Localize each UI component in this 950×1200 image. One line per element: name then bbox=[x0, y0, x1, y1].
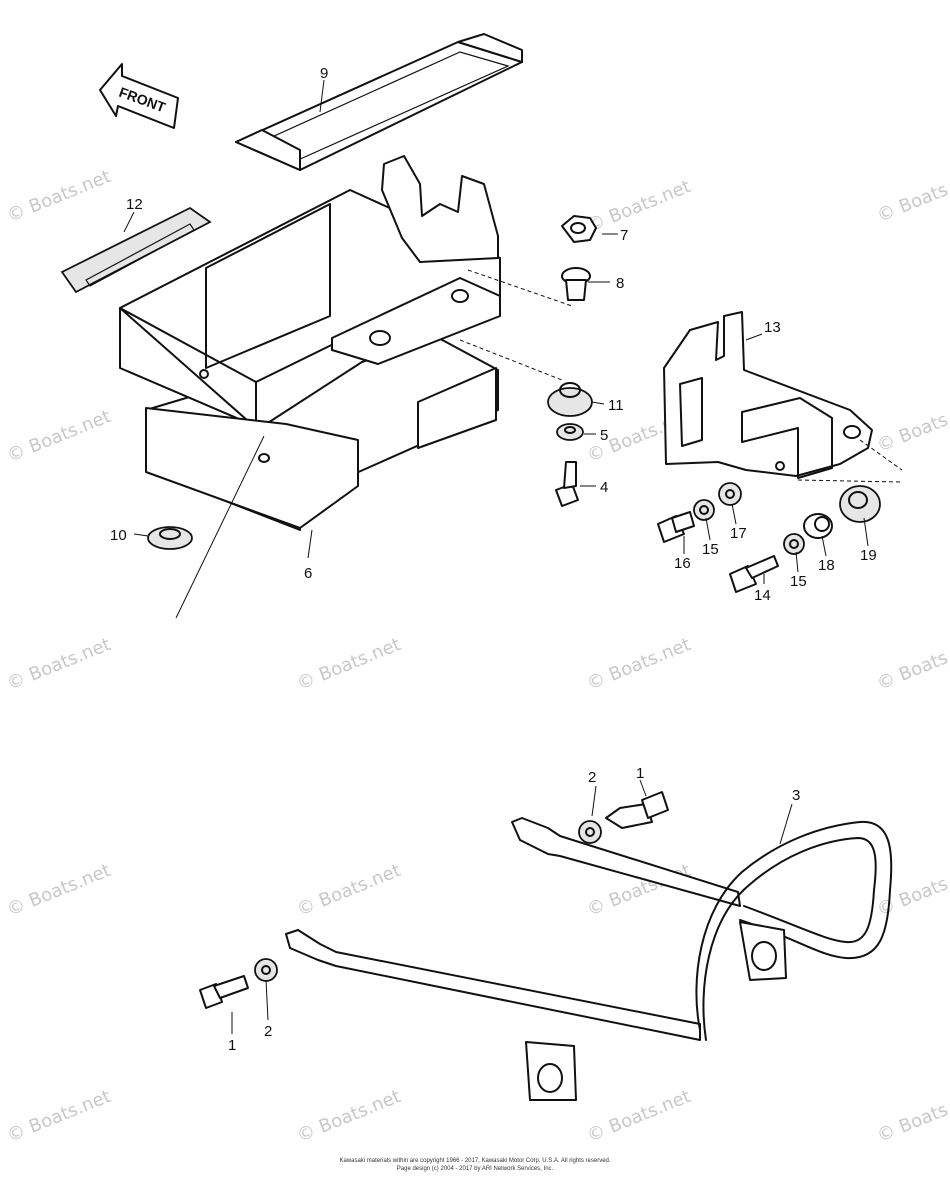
watermark: © Boats.net bbox=[294, 860, 404, 921]
callout-1a: 1 bbox=[636, 765, 644, 782]
callouts: 9 12 7 8 13 11 5 4 10 6 16 15 17 14 15 1… bbox=[110, 65, 877, 1054]
bolt-long bbox=[729, 555, 779, 593]
callout-4: 4 bbox=[600, 479, 608, 496]
assembly-lines bbox=[175, 269, 903, 619]
watermark: © Boats.net bbox=[584, 634, 694, 695]
callout-10: 10 bbox=[110, 527, 127, 544]
battery-case bbox=[119, 155, 501, 531]
copyright-line-1: Kawasaki materials within are copyright … bbox=[339, 1158, 610, 1164]
callout-9: 9 bbox=[320, 65, 328, 82]
callout-2b: 2 bbox=[264, 1023, 272, 1040]
callout-6: 6 bbox=[304, 565, 312, 582]
spring-washer bbox=[693, 499, 715, 521]
bolt-lower bbox=[199, 975, 249, 1009]
grommet bbox=[147, 526, 193, 550]
frame-bracket bbox=[285, 817, 893, 1101]
callout-5: 5 bbox=[600, 427, 608, 444]
watermark: © Boats.net bbox=[294, 1086, 404, 1147]
watermark: © Boats.net bbox=[4, 406, 114, 467]
washer-upper bbox=[578, 820, 602, 844]
rubber-damper bbox=[839, 485, 881, 523]
watermark: © Boats.net bbox=[874, 166, 950, 227]
washer-small bbox=[718, 482, 742, 506]
callout-12: 12 bbox=[126, 196, 143, 213]
bolt-small bbox=[657, 511, 695, 543]
collar-b bbox=[803, 513, 833, 539]
bolt bbox=[555, 461, 579, 507]
watermark: © Boats.net bbox=[584, 1086, 694, 1147]
callout-2a: 2 bbox=[588, 769, 596, 786]
watermark: © Boats.net bbox=[4, 1086, 114, 1147]
spring-washer-b bbox=[783, 533, 805, 555]
watermark: © Boats.net bbox=[874, 634, 950, 695]
callout-3: 3 bbox=[792, 787, 800, 804]
washer bbox=[556, 423, 584, 441]
leader-lines bbox=[123, 79, 869, 1034]
callout-15a: 15 bbox=[702, 541, 719, 558]
watermark: © Boats.net bbox=[874, 860, 950, 921]
copyright-line-2: Page design (c) 2004 - 2017 by ARI Netwo… bbox=[397, 1166, 554, 1172]
callout-15b: 15 bbox=[790, 573, 807, 590]
callout-17: 17 bbox=[730, 525, 747, 542]
callout-18: 18 bbox=[818, 557, 835, 574]
battery-strap bbox=[235, 33, 523, 171]
watermark: © Boats.net bbox=[874, 396, 950, 457]
watermark: © Boats.net bbox=[4, 634, 114, 695]
callout-16: 16 bbox=[674, 555, 691, 572]
washer-lower bbox=[254, 958, 278, 982]
callout-14: 14 bbox=[754, 587, 771, 604]
callout-8: 8 bbox=[616, 275, 624, 292]
callout-11: 11 bbox=[608, 397, 624, 414]
grommet-damper bbox=[547, 382, 593, 417]
callout-1b: 1 bbox=[228, 1037, 236, 1054]
mounting-bracket bbox=[663, 311, 873, 479]
callout-19: 19 bbox=[860, 547, 877, 564]
front-arrow-icon: FRONT bbox=[99, 63, 179, 129]
watermark: © Boats.net bbox=[4, 166, 114, 227]
watermark: © Boats.net bbox=[584, 176, 694, 237]
watermark: © Boats.net bbox=[4, 860, 114, 921]
collar bbox=[561, 267, 591, 301]
bolt-upper bbox=[605, 791, 669, 829]
watermark: © Boats.net bbox=[874, 1086, 950, 1147]
callout-7: 7 bbox=[620, 227, 628, 244]
watermark: © Boats.net bbox=[294, 634, 404, 695]
rubber-pad bbox=[60, 206, 212, 294]
nut bbox=[561, 215, 597, 243]
callout-13: 13 bbox=[764, 319, 781, 336]
